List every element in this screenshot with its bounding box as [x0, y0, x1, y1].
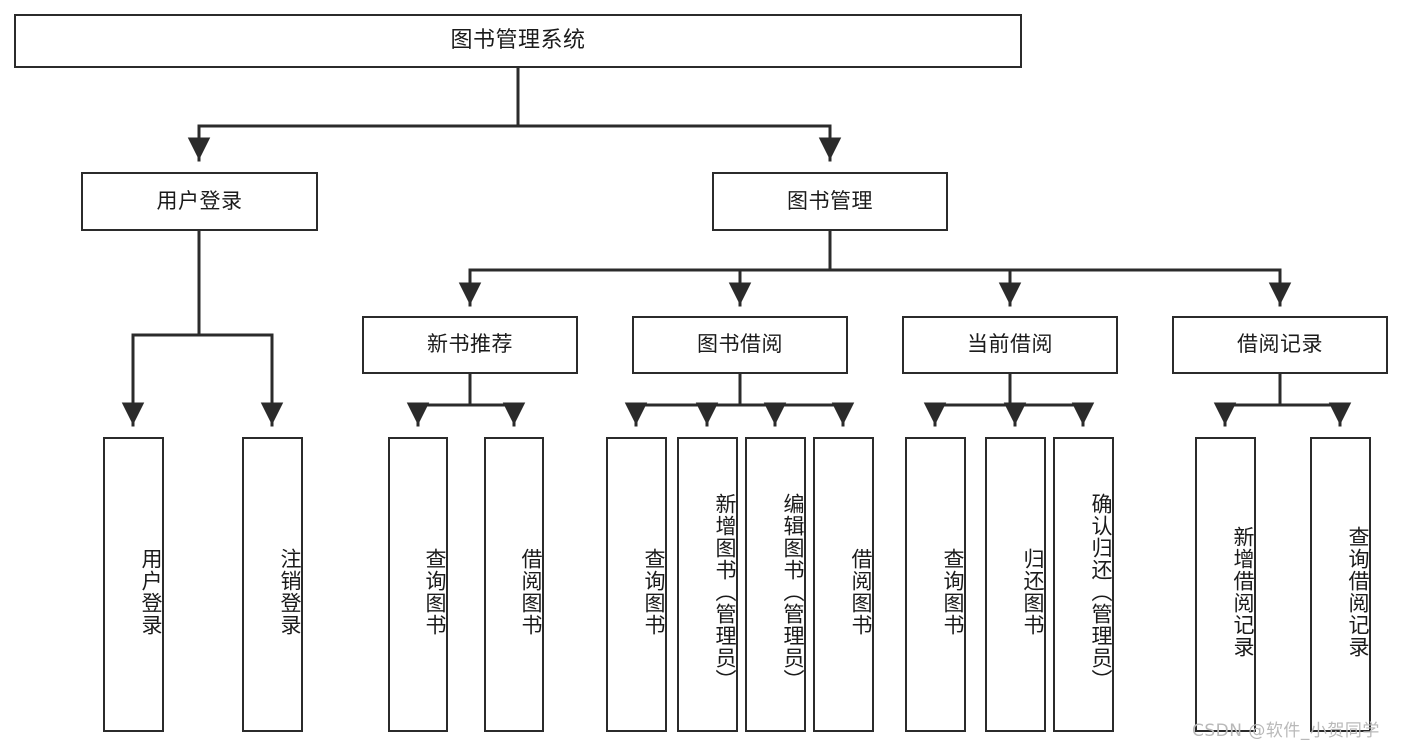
node-borrow-record[interactable]: 借阅记录	[1172, 316, 1388, 374]
node-current-borrow[interactable]: 当前借阅	[902, 316, 1118, 374]
node-leaf-user-login[interactable]: 用户登录	[103, 437, 164, 732]
node-leaf-logout[interactable]: 注销登录	[242, 437, 303, 732]
node-leaf-borrow-book-2[interactable]: 借阅图书	[813, 437, 874, 732]
node-leaf-query-book-1[interactable]: 查询图书	[388, 437, 448, 732]
node-leaf-add-book[interactable]: 新增图书（管理员）	[677, 437, 738, 732]
node-user-login[interactable]: 用户登录	[81, 172, 318, 231]
csdn-watermark: CSDN @软件_小贺同学	[1192, 721, 1380, 741]
node-leaf-confirm-return[interactable]: 确认归还（管理员）	[1053, 437, 1114, 732]
node-leaf-query-book-2[interactable]: 查询图书	[606, 437, 667, 732]
node-leaf-query-book-3[interactable]: 查询图书	[905, 437, 966, 732]
node-leaf-return-book[interactable]: 归还图书	[985, 437, 1046, 732]
node-leaf-borrow-book-1[interactable]: 借阅图书	[484, 437, 544, 732]
node-leaf-edit-book[interactable]: 编辑图书（管理员）	[745, 437, 806, 732]
node-new-book-rec[interactable]: 新书推荐	[362, 316, 578, 374]
node-book-borrow[interactable]: 图书借阅	[632, 316, 848, 374]
node-leaf-query-record[interactable]: 查询借阅记录	[1310, 437, 1371, 732]
node-book-manage[interactable]: 图书管理	[712, 172, 948, 231]
node-root[interactable]: 图书管理系统	[14, 14, 1022, 68]
node-leaf-add-record[interactable]: 新增借阅记录	[1195, 437, 1256, 732]
